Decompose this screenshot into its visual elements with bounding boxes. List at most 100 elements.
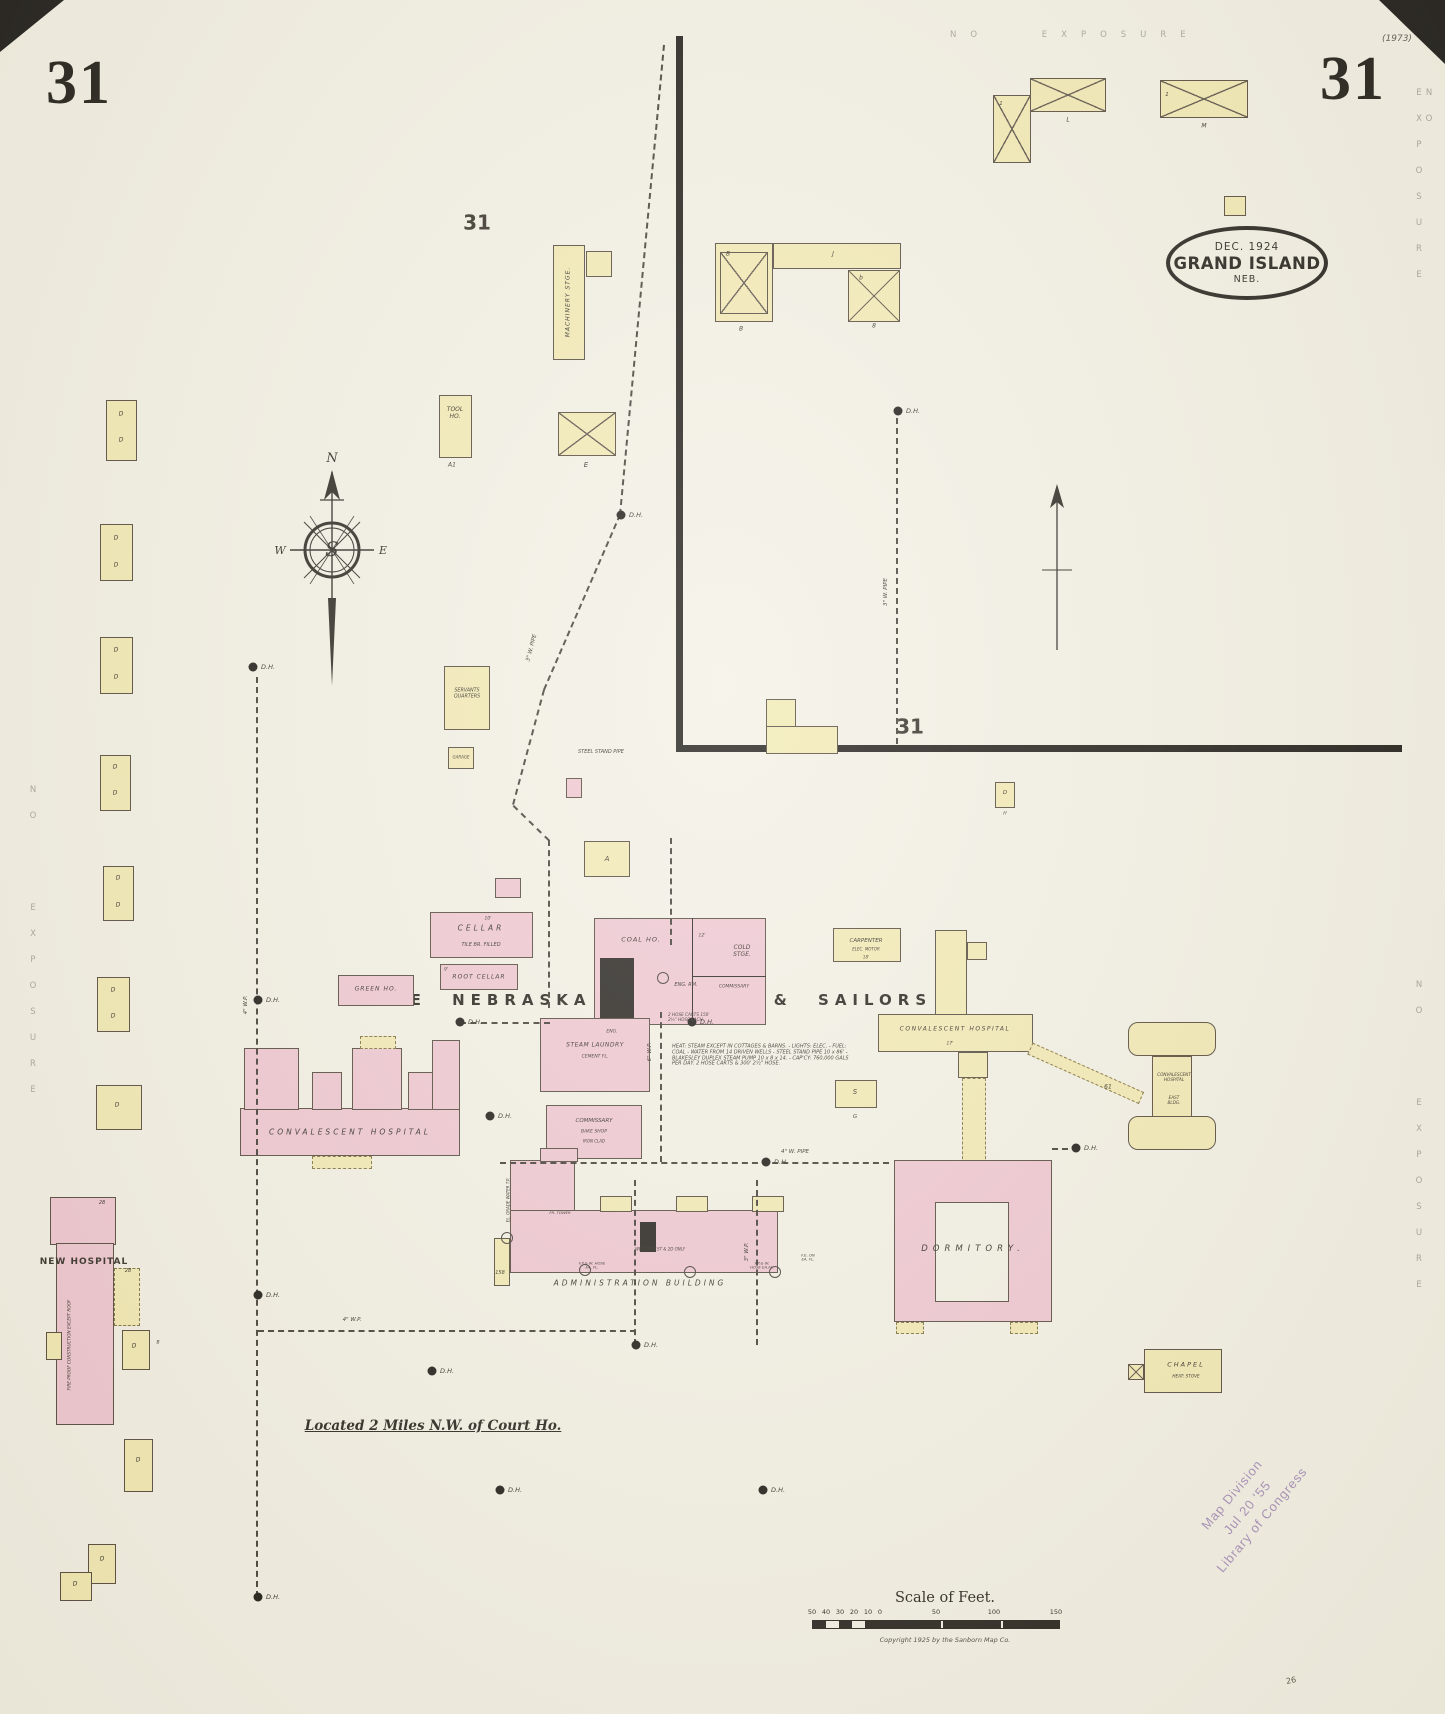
hydrant-label: D.H. (266, 996, 281, 1004)
scale-tick: 30 (835, 1608, 845, 1616)
tool-house (439, 395, 472, 458)
sheet-number-left: 31 (46, 49, 112, 117)
map-label: CONVALESCENT HOSPITAL (269, 1127, 431, 1137)
map-label: GARAGE (452, 754, 470, 760)
map-label: D (112, 763, 118, 771)
conv-hospital-center-vbar (935, 930, 967, 1020)
map-label: 28 (124, 1268, 132, 1275)
hydrant-dot (631, 1340, 641, 1350)
map-label: HEAT: STEAM EXCEPT IN COTTAGES & BARNS. … (672, 1043, 849, 1067)
map-label: D (110, 1012, 116, 1020)
well-marker (579, 1264, 591, 1276)
conv-hospital-west-wing5 (432, 1040, 460, 1110)
location-note: Located 2 Miles N.W. of Court Ho. (304, 1418, 562, 1434)
dormitory-courtyard (935, 1202, 1009, 1302)
machinery-annex (586, 251, 612, 277)
hydrant-dot (485, 1111, 495, 1121)
cottage-10a (88, 1544, 116, 1584)
map-label: 3" W. PIPE (882, 578, 889, 606)
water-pipe (512, 805, 550, 842)
cottage-10b (60, 1572, 92, 1601)
street-line (676, 745, 1402, 752)
map-label: CONVALESCENT HOSPITAL (899, 1025, 1011, 1033)
scale-tick: 20 (849, 1608, 859, 1616)
cottage-7 (96, 1085, 142, 1130)
map-label: E (583, 460, 589, 469)
map-label: 4" W. PIPE (781, 1148, 809, 1155)
map-label: FIRE PROOF CONSTRUCTION EXCEPT ROOF (66, 1299, 72, 1391)
corner-mark-top-right (1379, 0, 1445, 64)
map-label: J (832, 250, 834, 258)
admin-top-box (540, 1148, 578, 1162)
stamp-city: GRAND ISLAND (1173, 254, 1321, 273)
dormitory-porch1 (896, 1322, 924, 1334)
new-hospital-main (56, 1243, 114, 1425)
map-label: D (113, 534, 119, 542)
library-stamp: Map Division Jul 20 '55 Library of Congr… (1164, 1416, 1331, 1599)
map-label: D (113, 561, 119, 569)
map-label: D (114, 1101, 120, 1109)
water-pipe (1052, 1148, 1068, 1150)
hydrant-dot (758, 1485, 768, 1495)
edge-note-left: NO EXPOSURE (28, 785, 38, 1111)
conv-hospital-center-attach (967, 942, 987, 960)
library-stamp-line2: Jul 20 '55 (1220, 1477, 1274, 1537)
map-label: 2 HOSE CARTS 150' 2½" HOSE EACH. (668, 1012, 710, 1022)
map-label: CARPENTER (849, 937, 883, 944)
map-label: D (135, 1456, 141, 1464)
new-hospital-annex (114, 1268, 140, 1326)
map-label: TOOL HO. (446, 406, 464, 420)
hydrant-label: D.H. (266, 1291, 281, 1299)
map-label: M (1201, 122, 1207, 130)
conv-hospital-west-wing3 (352, 1048, 402, 1110)
map-label: HEAT: STOVE (1172, 1373, 1200, 1379)
hydrant-label: D.H. (468, 1018, 483, 1026)
map-label: D (118, 410, 124, 418)
corner-pencil-note: 26 (1285, 1675, 1298, 1686)
map-label: TILE BR. FILLED (461, 942, 501, 949)
conv-hospital-west-bar (240, 1108, 460, 1156)
coal-wall-h (692, 976, 766, 977)
date-stamp: DEC. 1924 GRAND ISLAND NEB. (1166, 226, 1328, 300)
map-label: STEAM LAUNDRY (566, 1041, 624, 1049)
covered-walkway (1027, 1042, 1145, 1105)
map-label: A (604, 854, 610, 863)
map-label: G (852, 1113, 858, 1120)
hydrant-label: D.H. (498, 1112, 513, 1120)
steam-laundry (540, 1018, 650, 1092)
barn-group-right (848, 270, 900, 322)
water-pipe (896, 418, 898, 744)
carpenter-shop (833, 928, 901, 962)
hydrant-label: D.H. (906, 407, 921, 415)
well-marker (769, 1266, 781, 1278)
cellar (430, 912, 533, 958)
new-hospital-top (50, 1197, 116, 1245)
map-label: B (738, 325, 744, 333)
map-label: A1 (448, 461, 456, 469)
cottage-d (995, 782, 1015, 808)
hydrant-dot (495, 1485, 505, 1495)
cottage-6 (97, 977, 130, 1032)
water-pipe (258, 1330, 636, 1332)
chapel-annex (1128, 1364, 1144, 1380)
building-a (584, 841, 630, 877)
hydrant-dot (687, 1017, 697, 1027)
map-label: 9' (443, 967, 449, 973)
copyright-note: Copyright 1925 by the Sanborn Map Co. (879, 1636, 1011, 1644)
barn-group-top (773, 243, 901, 269)
water-pipe (500, 1162, 889, 1164)
edge-note-top: NO EXPOSURE (950, 30, 1200, 40)
map-label: ENG. (606, 1029, 618, 1035)
map-label: WELL P'S 1ST & 2D ONLY (634, 1246, 686, 1252)
small-square (1224, 196, 1246, 216)
map-label: ELEC. MOTOR (852, 946, 880, 952)
conv-hospital-center-stem2 (962, 1078, 986, 1164)
map-label: b (859, 274, 863, 282)
map-label: D (131, 1342, 137, 1350)
map-label: 18' (862, 954, 870, 960)
map-label: D (72, 1580, 78, 1588)
stamp-date: DEC. 1924 (1214, 241, 1280, 253)
compass-west-label: W (274, 544, 287, 557)
water-pipe (256, 677, 258, 1597)
scale-bar (812, 1620, 1060, 1629)
